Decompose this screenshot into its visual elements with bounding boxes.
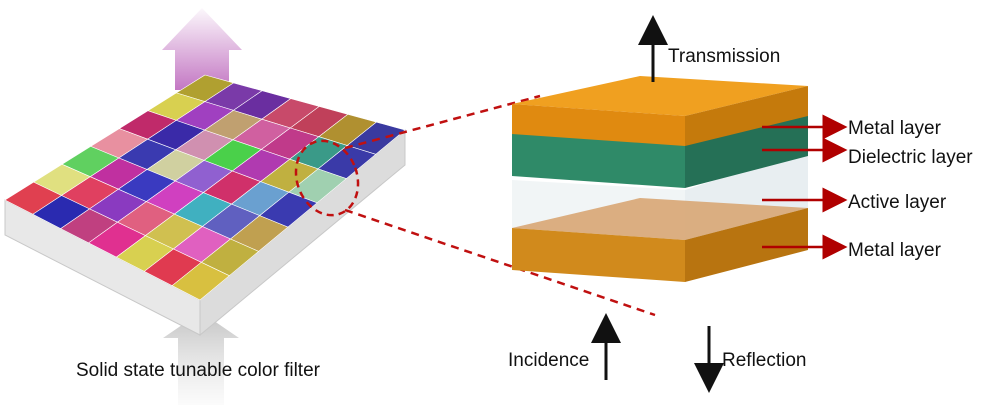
label-filter-caption: Solid state tunable color filter — [76, 360, 321, 381]
label-reflection: Reflection — [722, 350, 807, 371]
incident-beam-icon — [163, 312, 239, 405]
layer-stack — [512, 76, 808, 282]
label-active-layer: Active layer — [848, 192, 947, 213]
dielectric-right — [685, 112, 808, 188]
label-metal-layer-bottom: Metal layer — [848, 240, 942, 261]
label-dielectric-layer: Dielectric layer — [848, 147, 973, 168]
callout-line-bottom — [344, 208, 656, 317]
bottom-metal-top — [512, 198, 808, 240]
filter-pixel — [171, 261, 230, 301]
transmitted-beam-icon — [162, 8, 242, 90]
top-metal-right — [685, 86, 808, 146]
label-transmission: Transmission — [668, 46, 780, 67]
callout-line-top — [344, 94, 541, 150]
callout — [294, 94, 656, 317]
bottom-metal-front — [512, 228, 685, 282]
callout-ellipse — [294, 139, 360, 217]
color-filter-array — [4, 74, 406, 337]
bottom-metal-right — [685, 208, 808, 282]
top-metal-front — [512, 104, 685, 146]
top-metal-top — [512, 76, 808, 116]
label-metal-layer-top: Metal layer — [848, 118, 942, 139]
label-incidence: Incidence — [508, 350, 589, 371]
dielectric-front — [512, 132, 685, 188]
